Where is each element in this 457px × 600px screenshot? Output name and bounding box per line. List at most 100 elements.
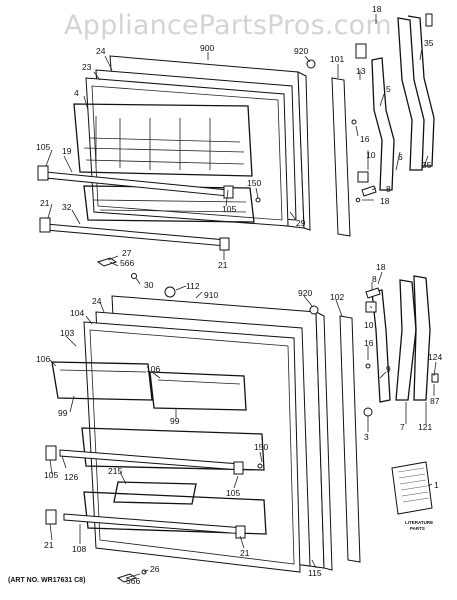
callout-24-lower: 24 xyxy=(92,296,102,306)
callout-9: 9 xyxy=(386,364,391,374)
freezer-door-edge xyxy=(297,71,311,231)
callout-16-lower: 16 xyxy=(364,338,374,348)
callout-105-lower-left: 105 xyxy=(44,470,58,480)
literature-label-line-2: PARTS xyxy=(410,526,425,531)
callout-99-center: 99 xyxy=(170,416,180,426)
watermark-text: AppliancePartsPros.com xyxy=(64,10,392,41)
callout-105-lower-right: 105 xyxy=(226,488,240,498)
callout-102: 102 xyxy=(330,292,344,302)
callout-18-top: 18 xyxy=(372,4,382,14)
shelf-end-cap-105-lower xyxy=(45,445,57,461)
callout-112: 112 xyxy=(186,281,200,291)
callout-13: 13 xyxy=(356,66,366,76)
callout-21-upper-right: 21 xyxy=(218,260,228,270)
callout-21-upper-left: 21 xyxy=(40,198,50,208)
callout-920-lower: 920 xyxy=(298,288,312,298)
screw-30 xyxy=(131,273,137,279)
callout-1: 1 xyxy=(434,480,439,490)
callout-27: 27 xyxy=(122,248,132,258)
callout-121: 121 xyxy=(418,422,432,432)
door-handle-7 xyxy=(395,279,417,401)
clip-27 xyxy=(96,257,118,267)
screw-16-upper xyxy=(351,119,357,125)
callout-104: 104 xyxy=(70,308,84,318)
plug-920-upper xyxy=(306,59,316,69)
callout-108: 108 xyxy=(72,544,86,554)
callout-29: 29 xyxy=(296,218,306,228)
callout-566-lower: 566 xyxy=(126,576,140,586)
literature-label-line-1: LITERATURE xyxy=(405,520,433,525)
callout-19: 19 xyxy=(62,146,72,156)
handle-cap xyxy=(425,13,433,27)
callout-24-upper: 24 xyxy=(96,46,106,56)
plug-112 xyxy=(164,286,176,298)
shelf-end-cap-105-upper xyxy=(37,165,49,181)
plug-3 xyxy=(363,407,373,417)
callout-103: 103 xyxy=(60,328,74,338)
callout-8-upper: 8 xyxy=(386,184,391,194)
art-number-label: (ART NO. WR17631 C8) xyxy=(8,577,85,584)
callout-115: 115 xyxy=(308,568,322,578)
callout-35-upper: 35 xyxy=(424,38,434,48)
freezer-upper-shelf xyxy=(73,103,253,177)
plug-920-lower xyxy=(309,305,319,315)
callout-26: 26 xyxy=(150,564,160,574)
callout-106-left: 106 xyxy=(36,354,50,364)
shelf-end-cap-right-a xyxy=(223,185,234,199)
shelf-end-cap-right-c xyxy=(233,461,244,475)
callout-18-lower: 18 xyxy=(376,262,386,272)
callout-566-upper: 566 xyxy=(120,258,134,268)
door-handle-121 xyxy=(413,275,431,401)
door-hinge-bracket xyxy=(371,57,395,191)
fresh-food-door-edge xyxy=(315,311,333,571)
callout-4: 4 xyxy=(74,88,79,98)
dairy-door-left xyxy=(51,361,153,401)
freezer-door-inner-liner xyxy=(85,77,289,227)
callout-99-left: 99 xyxy=(58,408,68,418)
hinge-cover-13 xyxy=(355,43,367,59)
clip-124 xyxy=(431,373,439,383)
callout-21-lower-left: 21 xyxy=(44,540,54,550)
shelf-end-cap-right-d xyxy=(235,525,246,539)
callout-900: 900 xyxy=(200,43,214,53)
screw-150-upper xyxy=(255,197,261,203)
lower-hinge-bracket xyxy=(371,289,391,403)
hinge-pin-10-upper xyxy=(357,171,369,183)
callout-150-lower: 150 xyxy=(254,442,268,452)
shim-8-upper xyxy=(361,185,377,197)
callout-124: 124 xyxy=(428,352,442,362)
screw-150-lower xyxy=(257,463,263,469)
callout-8-lower: 8 xyxy=(372,274,377,284)
callout-910: 910 xyxy=(204,290,218,300)
callout-10-lower: 10 xyxy=(364,320,374,330)
freezer-shelf-bar-lower xyxy=(45,223,227,247)
callout-215: 215 xyxy=(108,466,122,476)
callout-18-mid: 18 xyxy=(380,196,390,206)
callout-101: 101 xyxy=(330,54,344,64)
freezer-door-assembly xyxy=(37,13,435,298)
callout-6: 6 xyxy=(398,152,403,162)
callout-106-center: 106 xyxy=(146,364,160,374)
callout-126: 126 xyxy=(64,472,78,482)
screw-18-lower xyxy=(355,197,361,203)
callout-105-upper-right: 105 xyxy=(222,204,236,214)
leader-lines xyxy=(45,14,437,579)
fresh-food-door-assembly: LITERATURE PARTS xyxy=(45,275,439,583)
door-handle-35-inner xyxy=(397,17,425,171)
shim-8-lower xyxy=(365,287,381,299)
callout-labels: 18 900 920 24 23 4 101 13 35 5 16 105 19… xyxy=(36,4,442,586)
screw-16-lower xyxy=(365,363,371,369)
callout-3: 3 xyxy=(364,432,369,442)
callout-920-upper: 920 xyxy=(294,46,308,56)
callout-32: 32 xyxy=(62,202,72,212)
door-trim-strip-102 xyxy=(339,315,361,563)
callout-150-upper: 150 xyxy=(247,178,261,188)
literature-parts-booklet xyxy=(391,461,433,515)
callout-30: 30 xyxy=(144,280,154,290)
shelf-end-cap-21-upper xyxy=(39,217,51,233)
shelf-end-cap-21-lower xyxy=(45,509,57,525)
callout-23: 23 xyxy=(82,62,92,72)
callout-16-upper: 16 xyxy=(360,134,370,144)
